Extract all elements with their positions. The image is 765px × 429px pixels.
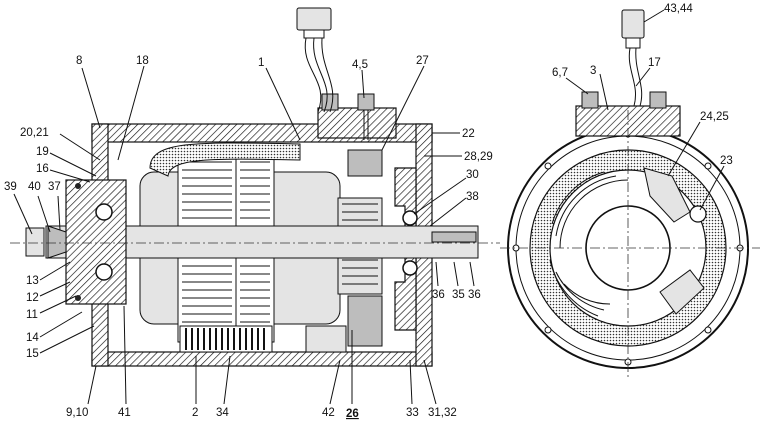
label-41: 41 [118,407,131,419]
label-15: 15 [26,348,39,360]
label-40: 40 [28,181,41,193]
label-36-left: 36 [432,289,445,301]
label-30: 30 [466,169,479,181]
brush-holder-top [347,149,383,177]
label-20-21: 20,21 [20,127,49,139]
label-31-32: 31,32 [428,407,457,419]
label-38: 38 [466,191,479,203]
label-37: 37 [48,181,61,193]
left-bearing-ball-bottom [95,263,113,281]
label-43-44: 43,44 [664,3,693,15]
label-18: 18 [136,55,149,67]
tapered-collar [47,225,67,259]
end-view-brush-holder-top [643,167,691,223]
housing-bottom-wall [91,351,433,367]
leader-lines-right [565,9,725,211]
label-13: 13 [26,275,39,287]
label-34: 34 [216,407,229,419]
connector-plug [296,7,332,31]
end-view-terminal-right [649,91,667,109]
label-1: 1 [258,57,264,69]
label-8: 8 [76,55,82,67]
label-11: 11 [26,309,38,321]
left-bearing-ball-top [95,203,113,221]
label-2: 2 [192,407,198,419]
label-36-right: 36 [468,289,481,301]
brush-holder-bottom [347,295,383,347]
label-4-5: 4,5 [352,59,368,71]
winding-bundle-bottom [179,325,273,353]
label-23: 23 [720,155,733,167]
end-view-brush-holder-bottom [659,269,705,315]
label-9-10: 9,10 [66,407,88,419]
terminal-bolt-left [321,93,339,111]
label-24-25: 24,25 [700,111,729,123]
label-39: 39 [4,181,17,193]
end-view [500,9,760,380]
brush [305,325,347,353]
label-14: 14 [26,332,39,344]
label-22: 22 [462,128,475,140]
label-26: 26 [346,408,359,420]
terminal-bolt-right [357,93,375,111]
end-view-terminal-left [581,91,599,109]
shaft-key [431,231,477,243]
label-42: 42 [322,407,335,419]
label-12: 12 [26,292,39,304]
leader-lines-left [13,65,475,405]
label-16: 16 [36,163,49,175]
label-19: 19 [36,146,49,158]
label-6-7: 6,7 [552,67,568,79]
label-3: 3 [590,65,596,77]
side-section-view [10,7,500,405]
shaft-nut [25,227,45,257]
label-28-29: 28,29 [464,151,493,163]
winding-bundle-top [149,142,301,177]
label-33: 33 [406,407,419,419]
terminal-block [317,107,397,139]
label-17: 17 [648,57,661,69]
label-27: 27 [416,55,429,67]
left-bearing-cover [65,179,127,305]
end-view-windings [549,171,629,317]
end-view-connector-plug [621,9,645,39]
callout-labels: 1 2 3 4,5 6,7 8 9,10 11 12 13 14 15 16 1… [4,3,733,420]
label-35: 35 [452,289,465,301]
